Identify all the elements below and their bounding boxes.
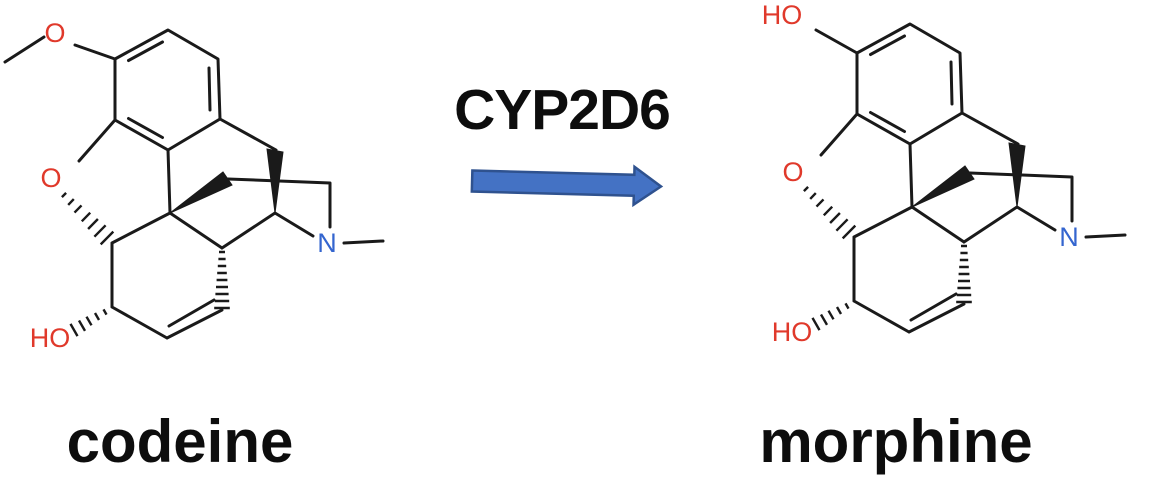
ether-oxygen-label: O: [782, 157, 803, 187]
morphine-structure: HO O HO N: [762, 0, 1127, 347]
ether-oxygen-label: O: [40, 163, 61, 193]
morphine-skeleton: [802, 22, 1127, 334]
codeine-skeleton: [60, 28, 385, 340]
product-name-label: morphine: [759, 408, 1033, 475]
codeine-structure: O O HO N: [3, 18, 385, 353]
methoxy-bonds: [3, 35, 117, 64]
nitrogen-label: N: [1059, 222, 1079, 252]
nitrogen-label: N: [317, 228, 337, 258]
enzyme-label: CYP2D6: [430, 80, 694, 140]
reaction-arrow-icon: [470, 164, 664, 208]
hydroxyl-label: HO: [772, 317, 813, 347]
phenol-bond: [814, 28, 859, 55]
methoxy-oxygen-label: O: [44, 18, 65, 48]
enzyme-label-text: CYP2D6: [454, 78, 671, 142]
substrate-name-label: codeine: [66, 408, 294, 475]
right-arrow-shape: [470, 164, 664, 208]
phenol-hydroxyl-label: HO: [762, 0, 803, 30]
hydroxyl-label: HO: [30, 323, 71, 353]
